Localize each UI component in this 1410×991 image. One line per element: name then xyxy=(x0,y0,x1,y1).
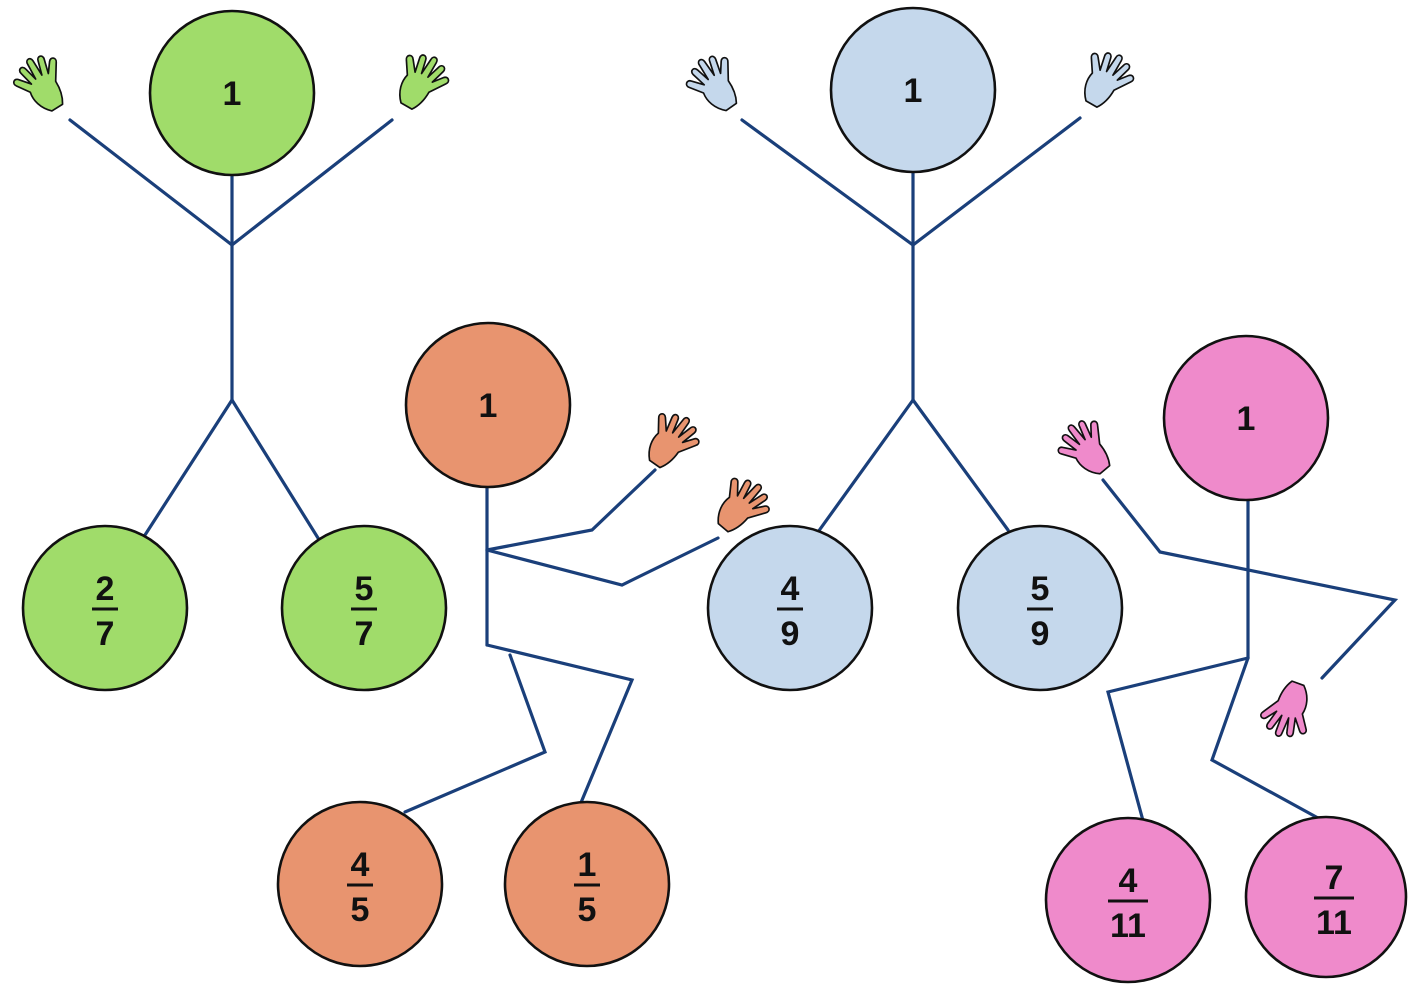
orange-right-foot: 1 5 xyxy=(503,800,671,968)
blue-right-numerator: 5 xyxy=(1031,570,1050,608)
pink-upper-hand-icon xyxy=(1049,410,1125,487)
figure-pink: 1 4 11 7 11 xyxy=(1044,334,1408,984)
orange-left-foot: 4 5 xyxy=(276,800,444,968)
blue-left-denominator: 9 xyxy=(781,615,800,653)
green-head-value: 1 xyxy=(223,75,242,113)
blue-left-numerator: 4 xyxy=(781,570,800,608)
green-right-hand-icon xyxy=(384,44,457,119)
pink-right-numerator: 7 xyxy=(1325,859,1344,897)
pink-head: 1 xyxy=(1162,334,1330,502)
blue-body-lines xyxy=(740,116,1082,534)
blue-head-value: 1 xyxy=(904,72,923,110)
green-head: 1 xyxy=(148,9,316,177)
green-right-numerator: 5 xyxy=(355,570,374,608)
blue-left-foot: 4 9 xyxy=(706,524,874,692)
orange-body-lines xyxy=(403,468,720,814)
blue-right-denominator: 9 xyxy=(1031,615,1050,653)
pink-left-numerator: 4 xyxy=(1119,862,1138,900)
green-body-lines xyxy=(68,118,394,540)
blue-head: 1 xyxy=(829,6,997,174)
green-left-denominator: 7 xyxy=(96,615,115,653)
blue-left-hand-icon xyxy=(678,46,752,122)
blue-right-foot: 5 9 xyxy=(956,524,1124,692)
pink-head-circle xyxy=(1162,334,1330,502)
pink-left-denominator: 11 xyxy=(1110,907,1146,945)
pink-lower-hand-icon xyxy=(1255,674,1322,746)
green-right-denominator: 7 xyxy=(355,615,374,653)
blue-head-circle xyxy=(829,6,997,174)
figure-orange: 1 4 5 1 5 xyxy=(276,321,779,968)
orange-left-numerator: 4 xyxy=(351,846,370,884)
orange-head-value: 1 xyxy=(479,387,498,425)
orange-left-denominator: 5 xyxy=(351,891,370,929)
green-right-foot: 5 7 xyxy=(280,524,448,692)
green-left-hand-icon xyxy=(6,46,79,122)
orange-right-denominator: 5 xyxy=(578,891,597,929)
orange-upper-hand-icon xyxy=(634,403,708,479)
pink-body-lines xyxy=(1101,478,1399,830)
pink-right-denominator: 11 xyxy=(1316,904,1352,942)
pink-left-foot: 4 11 xyxy=(1044,816,1212,984)
figure-blue: 1 4 9 5 9 xyxy=(678,6,1142,692)
figure-green: 1 2 7 5 7 xyxy=(6,9,457,692)
green-left-numerator: 2 xyxy=(96,570,115,608)
green-left-foot: 2 7 xyxy=(21,524,189,692)
orange-head: 1 xyxy=(404,321,572,489)
green-head-circle xyxy=(148,9,316,177)
blue-right-hand-icon xyxy=(1069,42,1142,117)
orange-right-numerator: 1 xyxy=(578,846,597,884)
pink-right-foot: 7 11 xyxy=(1244,815,1408,979)
pink-head-value: 1 xyxy=(1237,400,1256,438)
orange-head-circle xyxy=(404,321,572,489)
